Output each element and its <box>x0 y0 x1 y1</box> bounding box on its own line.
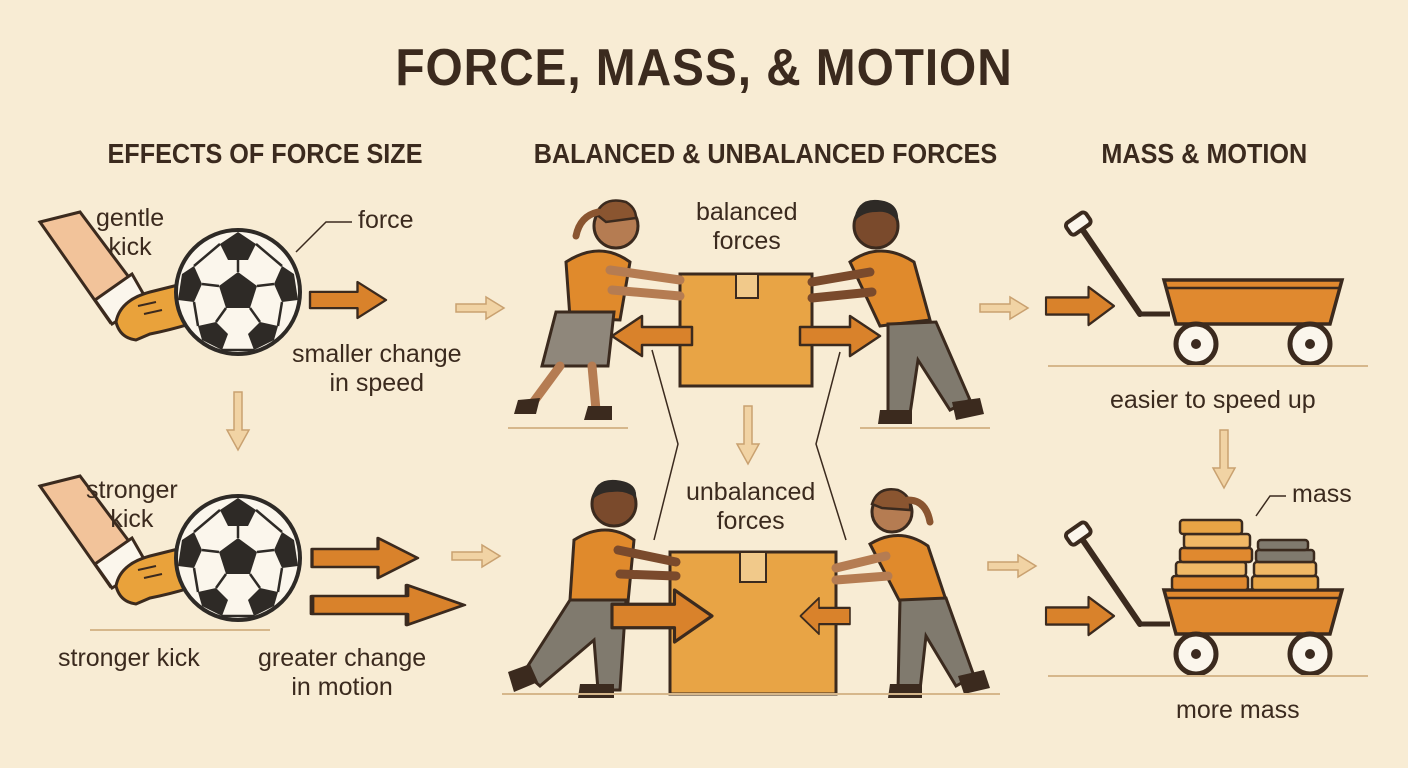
page-title: FORCE, MASS, & MOTION <box>395 39 1013 97</box>
force-arrow-wagon-bottom <box>1044 595 1116 637</box>
label-mass: mass <box>1292 480 1352 508</box>
book-stack <box>1170 518 1320 592</box>
flow-arrow-down-col2 <box>736 405 760 465</box>
boy-pushing-top <box>807 199 984 424</box>
soccer-ball-bottom <box>174 494 302 622</box>
flow-arrow-down-col3 <box>1212 429 1236 489</box>
mass-pointer <box>1255 495 1286 517</box>
large-force-arrow-2 <box>312 585 464 625</box>
hourglass-right <box>815 351 847 541</box>
heading-force-size: EFFECTS OF FORCE SIZE <box>107 138 423 169</box>
balanced-box <box>678 272 814 388</box>
heading-balanced-forces: BALANCED & UNBALANCED FORCES <box>533 138 998 169</box>
empty-wagon <box>1064 211 1342 364</box>
label-gentle-kick: gentle kick <box>96 204 165 261</box>
label-balanced-forces: balanced forces <box>696 198 798 255</box>
label-greater-change: greater change in motion <box>258 644 427 701</box>
flow-arrow-right-4 <box>987 554 1037 578</box>
flow-arrow-down-col1 <box>226 391 250 451</box>
small-force-arrow <box>308 280 388 320</box>
large-force-arrow-1 <box>310 536 420 580</box>
soccer-ball-top <box>174 228 302 356</box>
force-arrow-wagon-top <box>1044 285 1116 327</box>
girl-pushing-top <box>514 199 685 420</box>
force-pointer <box>295 221 352 253</box>
hourglass-left <box>651 349 679 541</box>
girl-pushing-bottom <box>831 488 990 698</box>
label-easier-to-speed-up: easier to speed up <box>1110 386 1316 414</box>
label-more-mass: more mass <box>1176 696 1300 724</box>
label-force: force <box>358 206 414 234</box>
label-unbalanced-forces: unbalanced forces <box>686 478 816 535</box>
flow-arrow-right-1 <box>455 296 505 320</box>
flow-arrow-right-3 <box>979 296 1029 320</box>
label-stronger-kick-bottom: stronger kick <box>58 644 200 672</box>
boy-pushing-bottom <box>508 479 681 698</box>
label-smaller-change: smaller change in speed <box>292 340 462 397</box>
label-stronger-kick-top: stronger kick <box>86 476 178 533</box>
heading-mass-motion: MASS & MOTION <box>1101 138 1308 169</box>
flow-arrow-right-2 <box>451 544 501 568</box>
